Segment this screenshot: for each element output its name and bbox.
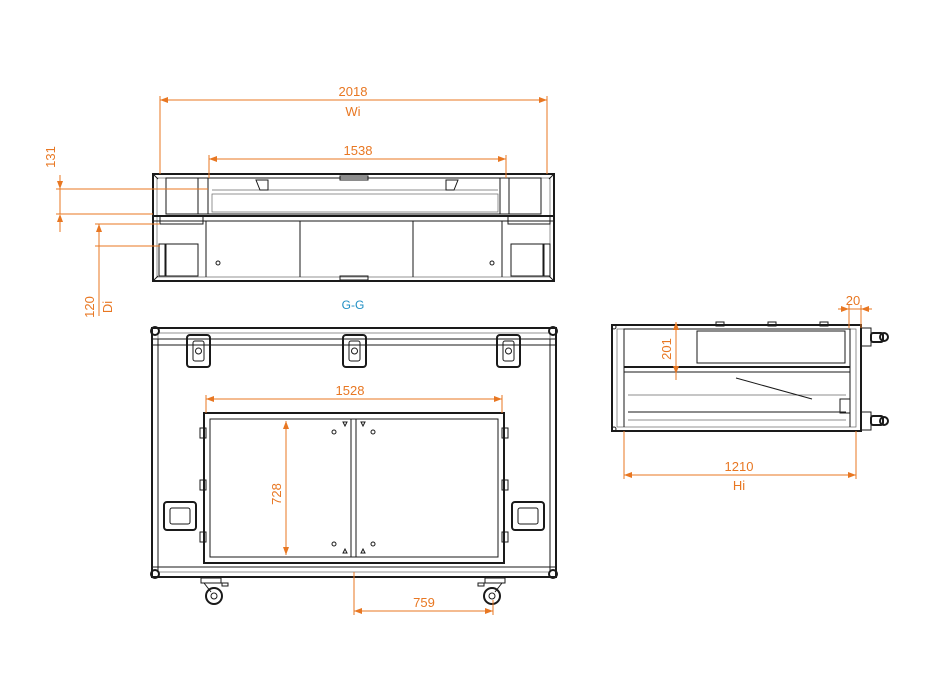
dim-top-width: 2018 Wi [159,84,548,174]
handle-left [163,501,197,531]
side-latch-top [860,327,889,347]
section-label: G-G [342,298,365,312]
caster-left [200,577,229,605]
front-inner-frame [203,412,505,564]
dim-side-tray-height: 201 [659,322,679,380]
dim-top-inner-width: 1538 [208,143,507,178]
dim-inner-depth-value: 120 [82,296,97,318]
dim-lid-height-value: 131 [43,146,58,168]
top-section-view [152,173,555,282]
dim-front-inner-height: 728 [269,421,289,555]
dim-front-inner-height-value: 728 [269,483,284,505]
latch-left [186,334,211,368]
dim-top-inner-width-value: 1538 [344,143,373,158]
front-case-outline [151,327,557,578]
dim-inner-depth: 120 Di [82,223,160,318]
dim-lid-height: 131 [43,146,208,232]
side-case-outline [611,324,862,432]
dim-top-width-label: Wi [345,104,360,119]
dim-top-width-value: 2018 [339,84,368,99]
front-view [150,326,558,605]
side-latch-bottom [860,411,889,431]
handle-right [511,501,545,531]
dim-caster-spacing-value: 759 [413,595,435,610]
top-case-outline [152,173,555,282]
dim-side-height: 1210 Hi [623,431,857,493]
dim-side-edge: 20 [838,293,872,328]
dim-caster-spacing: 759 [353,572,494,615]
dim-side-height-value: 1210 [725,459,754,474]
dim-front-inner-width: 1528 [205,383,503,413]
side-view [611,321,889,432]
dim-side-height-label: Hi [733,478,745,493]
dim-side-edge-value: 20 [846,293,860,308]
latch-center [342,334,367,368]
caster-right [477,577,506,605]
latch-right [496,334,521,368]
dim-front-inner-width-value: 1528 [336,383,365,398]
dim-side-tray-height-value: 201 [659,338,674,360]
dim-inner-depth-label: Di [100,301,115,313]
